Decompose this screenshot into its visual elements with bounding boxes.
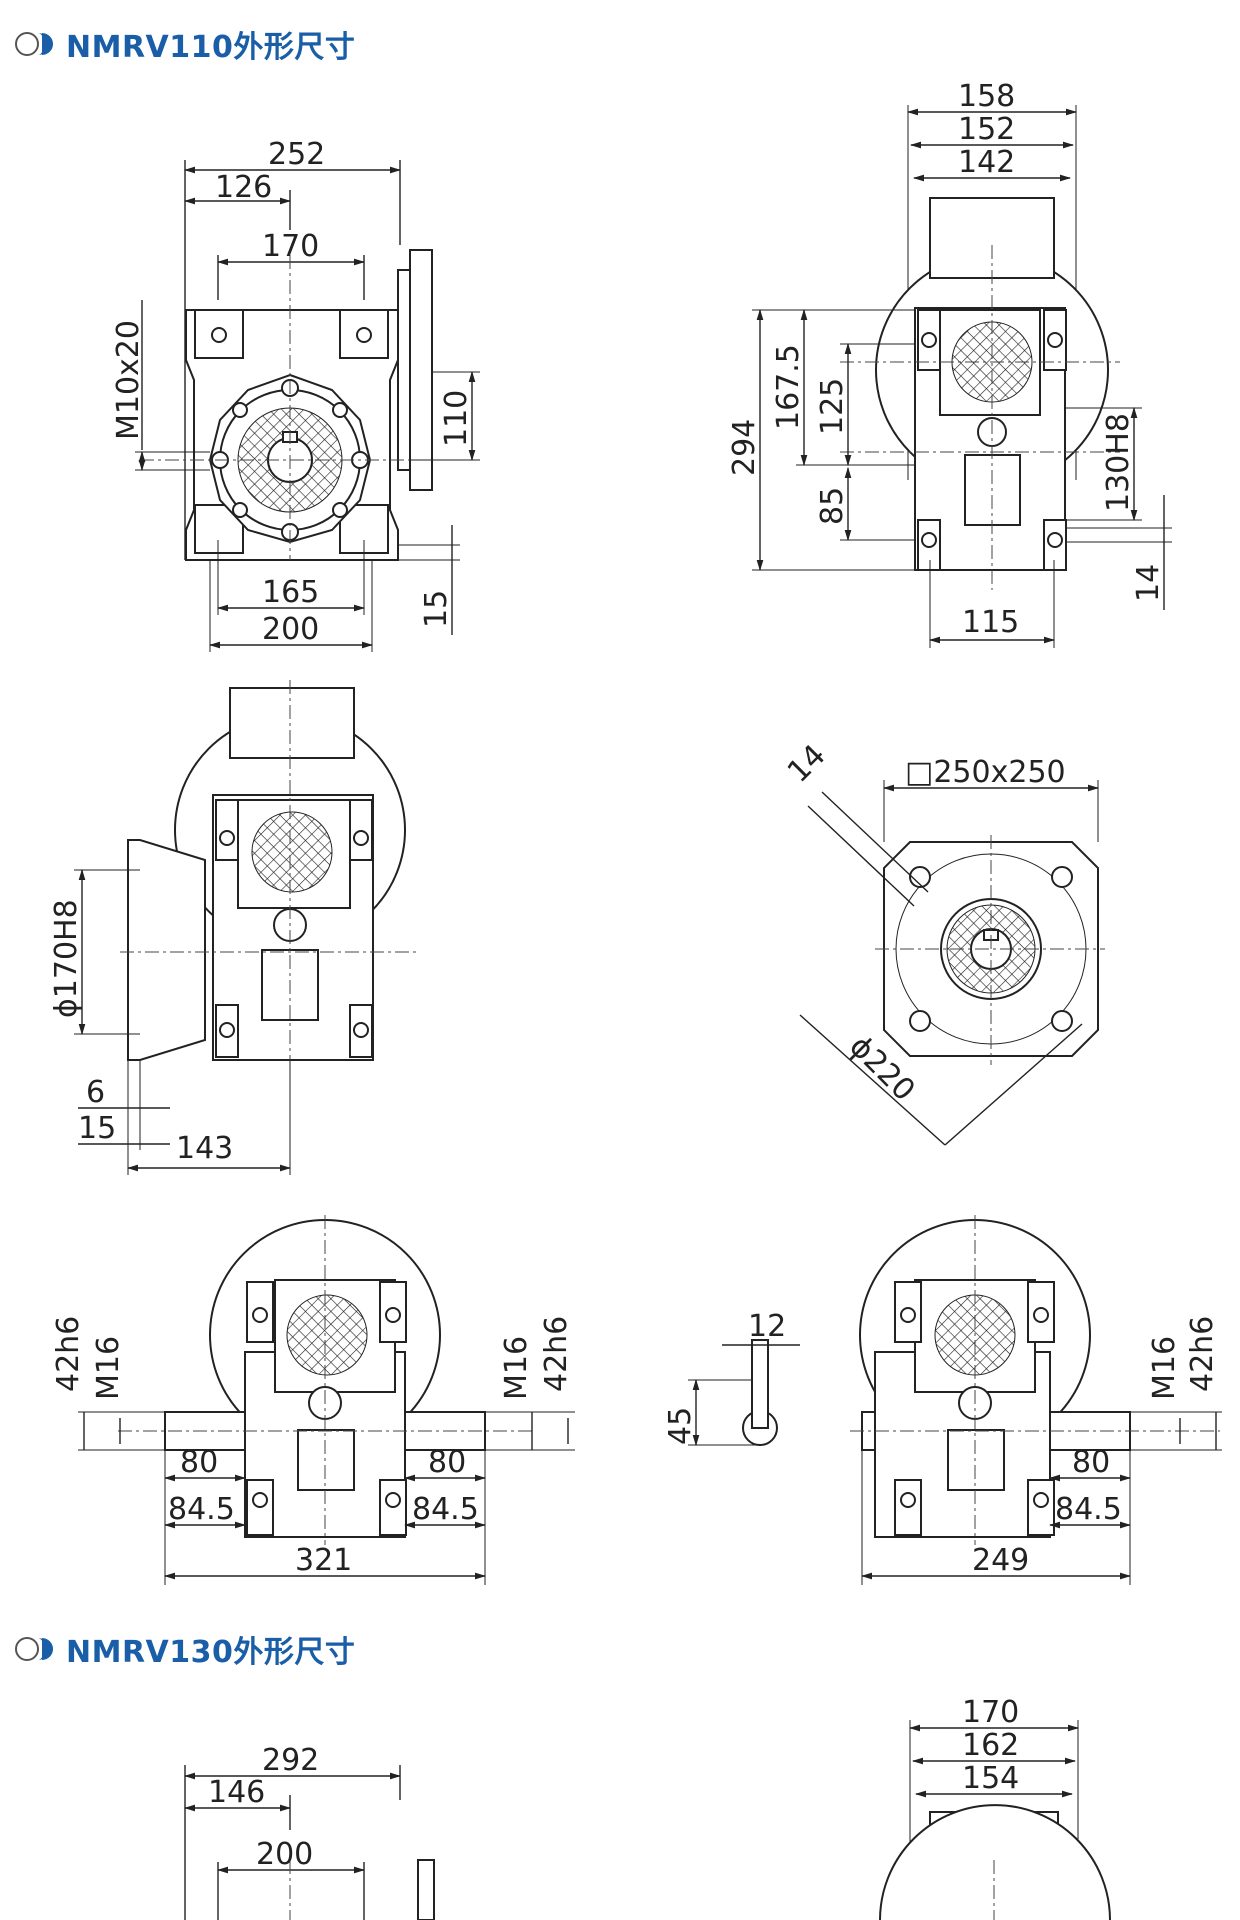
dim-label: 15 [78,1111,116,1146]
section-title-nmrv130: NMRV130外形尺寸 [12,1629,356,1670]
dim-label: 80 [428,1445,466,1480]
dim-label: 115 [962,605,1019,640]
dim-label: 252 [268,137,325,172]
dim-label: 152 [958,112,1015,147]
dim-label: 170 [962,1695,1019,1730]
dim-label: □250x250 [905,755,1066,790]
nmrv110-shaft-key-detail: 12 45 [663,1309,800,1447]
dim-label: 84.5 [1055,1492,1122,1527]
nmrv110-side-view: 158 152 142 294 167.5 125 85 130H8 14 11… [727,79,1172,648]
dim-label: 200 [256,1837,313,1872]
nmrv110-front-view: 252 126 170 165 200 M10x20 110 15 [111,137,480,652]
nmrv130-front-view: 292 146 200 [183,1743,435,1920]
ring-and-half-disc-icon [15,1637,53,1661]
dim-label: 146 [208,1775,265,1810]
dim-label: 84.5 [168,1492,235,1527]
nmrv110-double-shaft-view: 42h6 M16 M16 42h6 80 80 84.5 84.5 321 [51,1215,575,1585]
dim-label: 110 [439,390,474,447]
dim-label: 165 [262,575,319,610]
dim-label: 200 [262,612,319,647]
section-title-nmrv110: NMRV110外形尺寸 [12,24,356,65]
dim-label: 167.5 [771,344,806,430]
dim-label: 162 [962,1728,1019,1763]
dim-label: 170 [262,229,319,264]
dim-label: 249 [972,1543,1029,1578]
dim-label: 154 [962,1761,1019,1796]
section-title-text: NMRV130外形尺寸 [66,1635,356,1670]
dim-label: 45 [663,1407,698,1445]
dim-label: 84.5 [412,1492,479,1527]
dim-label: 14 [781,738,833,790]
dim-label: 80 [180,1445,218,1480]
dim-label: 15 [419,590,454,628]
dim-label: 321 [295,1543,352,1578]
nmrv110-flange-front-view: 14 □250x250 ϕ220 [781,738,1105,1146]
dim-label: M10x20 [111,320,146,440]
dim-label: 42h6 [539,1316,574,1392]
nmrv110-flange-side-view: ϕ170H8 6 15 143 [49,680,420,1175]
dim-label: 6 [86,1075,105,1110]
dim-label: 42h6 [51,1316,86,1392]
dim-label: 294 [727,419,762,476]
dim-label: 292 [262,1743,319,1778]
dim-label: 85 [815,487,850,525]
dim-label: 126 [215,170,272,205]
nmrv110-single-shaft-view: M16 42h6 80 84.5 249 [850,1215,1222,1585]
dim-label: 14 [1131,564,1166,602]
dim-label: 130H8 [1101,413,1136,512]
section-title-text: NMRV110外形尺寸 [66,30,356,65]
dim-label: 142 [958,145,1015,180]
dim-label: 125 [815,378,850,435]
dim-label: 143 [176,1131,233,1166]
dim-label: 12 [748,1309,786,1344]
ring-and-half-disc-icon [15,32,53,56]
dim-label: ϕ170H8 [49,899,84,1018]
dim-label: 42h6 [1185,1316,1220,1392]
nmrv130-side-view: 170 162 154 [879,1695,1111,1920]
dim-label: M16 [499,1336,534,1400]
dim-label: 80 [1072,1445,1110,1480]
dim-label: M16 [91,1336,126,1400]
dim-label: M16 [1147,1336,1182,1400]
dim-label: 158 [958,79,1015,114]
